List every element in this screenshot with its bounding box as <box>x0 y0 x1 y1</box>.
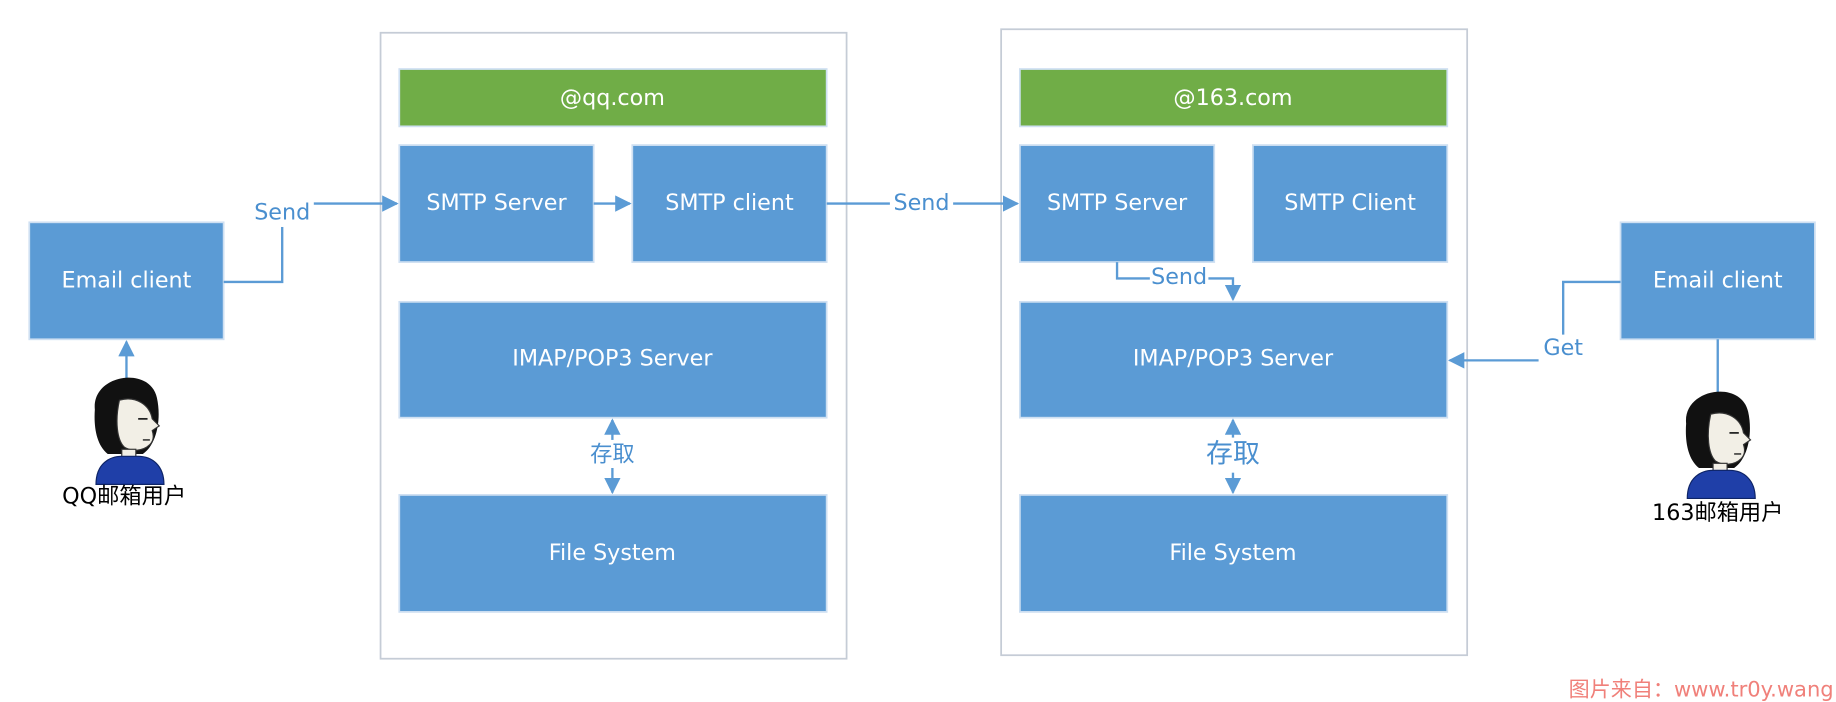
qq-file-system <box>398 494 828 613</box>
qq-smtp-server-label: SMTP Server <box>426 190 567 216</box>
netease-smtp-client-label: SMTP Client <box>1284 190 1416 216</box>
image-credit: 图片来自：www.tr0y.wang <box>1569 676 1834 701</box>
qq-title-bar <box>398 68 828 128</box>
edge-label-qq-to-163-send: Send <box>894 190 950 216</box>
netease-imap-server-label: IMAP/POP3 Server <box>1133 346 1334 372</box>
right-user-icon <box>1684 390 1757 500</box>
qq-file-system-label: File System <box>549 540 676 566</box>
left-user-caption: QQ邮箱用户 <box>62 484 186 510</box>
right-email-client <box>1619 221 1816 341</box>
edge-label-qq-access: 存取 <box>590 442 634 468</box>
edge-label-163-internal-send: Send <box>1151 264 1207 290</box>
qq-title: @qq.com <box>560 85 665 111</box>
netease-imap-server <box>1018 300 1449 419</box>
left-email-client <box>28 221 225 341</box>
qq-imap-server <box>398 300 828 419</box>
qq-imap-server-label: IMAP/POP3 Server <box>512 346 713 372</box>
netease-file-system-label: File System <box>1169 540 1296 566</box>
netease-title-bar <box>1018 68 1449 128</box>
edge-label-163-access: 存取 <box>1206 439 1260 470</box>
netease-smtp-server <box>1018 144 1216 263</box>
left-user-icon <box>93 376 165 486</box>
edge-client-to-qq-smtp <box>223 195 399 284</box>
netease-smtp-server-label: SMTP Server <box>1047 190 1188 216</box>
qq-smtp-server <box>398 144 595 263</box>
netease-title: @163.com <box>1173 85 1292 111</box>
qq-smtp-client <box>631 144 828 263</box>
edge-right-client-get <box>1447 280 1621 369</box>
left-email-client-label: Email client <box>62 267 192 293</box>
qq-smtp-client-label: SMTP client <box>665 190 794 216</box>
right-email-client-label: Email client <box>1653 267 1783 293</box>
edge-label-client-send: Send <box>254 199 310 225</box>
netease-file-system <box>1018 494 1449 613</box>
edge-label-get: Get <box>1543 335 1583 361</box>
right-user-caption: 163邮箱用户 <box>1652 500 1783 526</box>
netease-smtp-client <box>1252 144 1449 263</box>
